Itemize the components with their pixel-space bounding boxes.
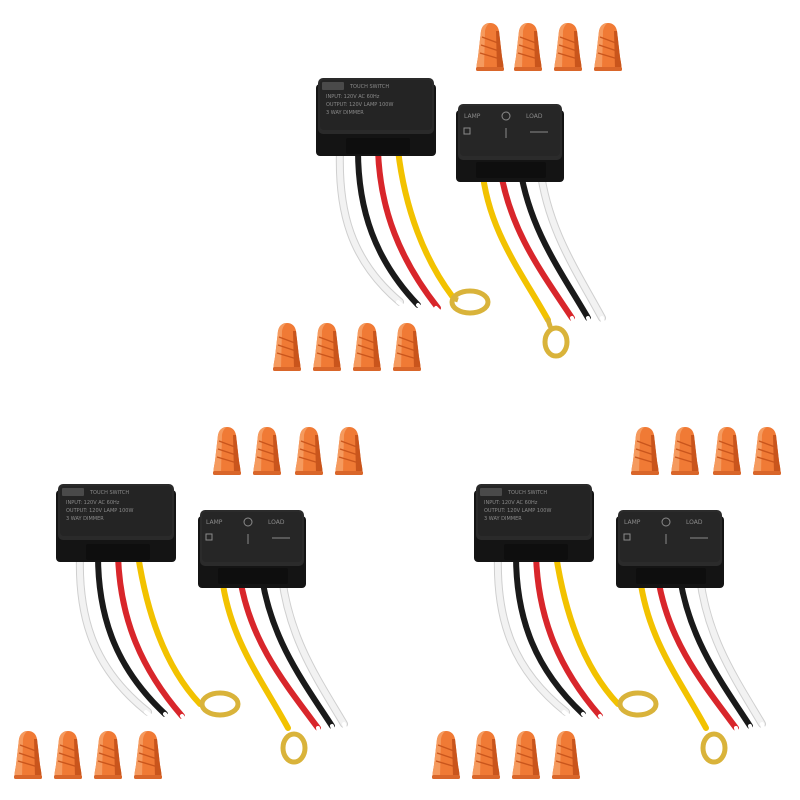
wire-bundle-b (219, 574, 350, 746)
touch-control-module-icon (455, 103, 565, 183)
touch-control-module-icon (474, 484, 594, 562)
wire-bundle-a (493, 551, 621, 726)
ring-terminal-icon (199, 690, 241, 718)
kit-bottom-left (13, 426, 364, 780)
touch-control-module-icon (56, 484, 176, 562)
touch-control-module-icon (197, 509, 307, 589)
ring-terminal-icon (617, 690, 659, 718)
kit-top (272, 22, 623, 372)
touch-control-module-icon (615, 509, 725, 589)
wire-bundle-a (75, 551, 203, 726)
ring-terminal-icon (542, 325, 570, 359)
touch-control-module-icon (316, 78, 436, 156)
ring-terminal-icon (449, 288, 491, 316)
wire-bundle-a (335, 146, 455, 318)
ring-terminal-icon (700, 731, 728, 765)
ring-terminal-icon (280, 731, 308, 765)
wire-bundle-b (637, 574, 768, 746)
wire-bundle-b (479, 164, 608, 336)
kit-bottom-right (431, 426, 782, 780)
